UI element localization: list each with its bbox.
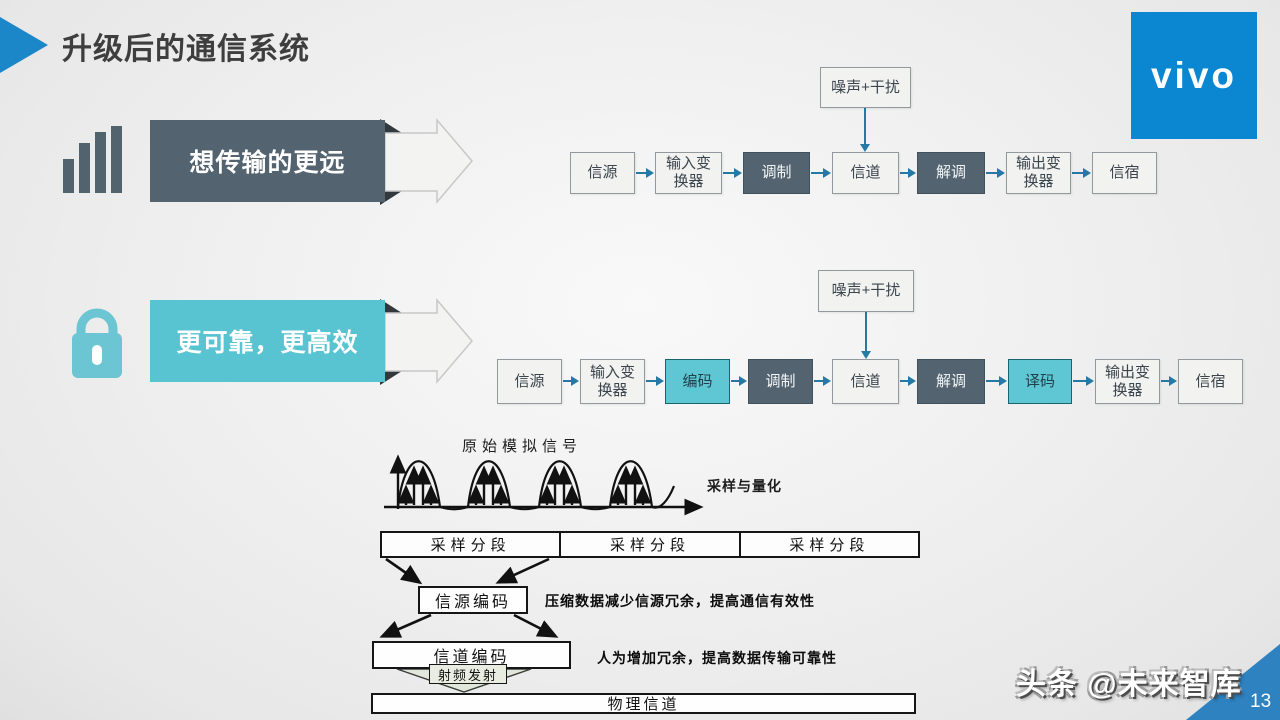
flow1-box-source: 信源 — [570, 152, 635, 194]
banner1-arrow-shape — [380, 117, 473, 205]
sampling-segment-cell: 采样分段 — [380, 531, 562, 558]
flow1-box-sink: 信宿 — [1092, 152, 1157, 194]
flow1-arrow-1 — [636, 168, 654, 178]
page-title: 升级后的通信系统 — [62, 33, 310, 66]
source-coding-box: 信源编码 — [418, 586, 528, 614]
flow1-arrow-4 — [900, 168, 916, 178]
flow1-arrow-3 — [811, 168, 831, 178]
flow2-box-encoding: 编码 — [665, 359, 730, 404]
rf-transmit-label: 射频发射 — [429, 664, 507, 684]
flow2-box-input-transducer: 输入变换器 — [580, 359, 645, 404]
banner-more-reliable: 更可靠，更高效 — [150, 300, 385, 382]
flow2-noise-box: 噪声+干扰 — [818, 270, 914, 312]
title-marker-triangle-icon — [0, 17, 48, 73]
flow1-arrow-5 — [986, 168, 1005, 178]
flow2-arrow-5 — [900, 376, 916, 386]
flow2-arrow-6 — [986, 376, 1007, 386]
flow1-arrow-2 — [723, 168, 742, 178]
sampling-segment-table: 采样分段 采样分段 采样分段 — [380, 531, 920, 558]
flow2-box-sink: 信宿 — [1178, 359, 1243, 404]
vivo-logo-text: vivo — [1150, 54, 1238, 96]
flow2-arrow-1 — [563, 376, 579, 386]
flow2-box-decoding: 译码 — [1008, 359, 1072, 404]
corner-triangle — [1186, 644, 1280, 720]
flow1-box-output-transducer: 输出变换器 — [1006, 152, 1071, 194]
flow2-noise-arrow — [861, 312, 871, 359]
sampling-quantization-label: 采样与量化 — [707, 480, 782, 495]
flow2-arrow-3 — [731, 376, 747, 386]
flow2-box-modulation: 调制 — [748, 359, 813, 404]
banner-transmit-farther: 想传输的更远 — [150, 120, 385, 202]
flow1-box-demodulation: 解调 — [917, 152, 985, 194]
signal-bars-icon — [63, 126, 122, 193]
watermark: 头条 @未来智库 — [1016, 668, 1242, 701]
sampling-segment-cell: 采样分段 — [740, 531, 920, 558]
flow2-box-channel: 信道 — [832, 359, 899, 404]
sampling-segment-cell: 采样分段 — [561, 531, 741, 558]
flow2-box-demodulation: 解调 — [917, 359, 985, 404]
physical-channel-box: 物理信道 — [371, 693, 916, 714]
banner2-arrow-shape — [380, 297, 473, 385]
flow1-box-input-transducer: 输入变换器 — [655, 152, 722, 194]
flow2-box-output-transducer: 输出变换器 — [1095, 359, 1160, 404]
flow1-arrow-6 — [1072, 168, 1091, 178]
channel-coding-note: 人为增加冗余，提高数据传输可靠性 — [597, 650, 837, 666]
flow1-box-channel: 信道 — [832, 152, 899, 194]
flow2-box-source: 信源 — [497, 359, 562, 404]
flow2-arrow-4 — [814, 376, 831, 386]
flow1-noise-box: 噪声+干扰 — [820, 67, 911, 108]
lock-icon — [72, 308, 122, 378]
vivo-logo: vivo — [1131, 12, 1257, 139]
flow2-arrow-8 — [1161, 376, 1177, 386]
analog-signal-label: 原始模拟信号 — [462, 439, 583, 455]
flow2-arrow-2 — [646, 376, 664, 386]
page-number: 13 — [1250, 691, 1272, 712]
flow1-noise-arrow — [860, 108, 870, 152]
source-coding-note: 压缩数据减少信源冗余，提高通信有效性 — [545, 593, 815, 609]
channel-coding-box: 信道编码 — [372, 641, 571, 669]
flow1-box-modulation: 调制 — [743, 152, 810, 194]
flow2-arrow-7 — [1073, 376, 1094, 386]
